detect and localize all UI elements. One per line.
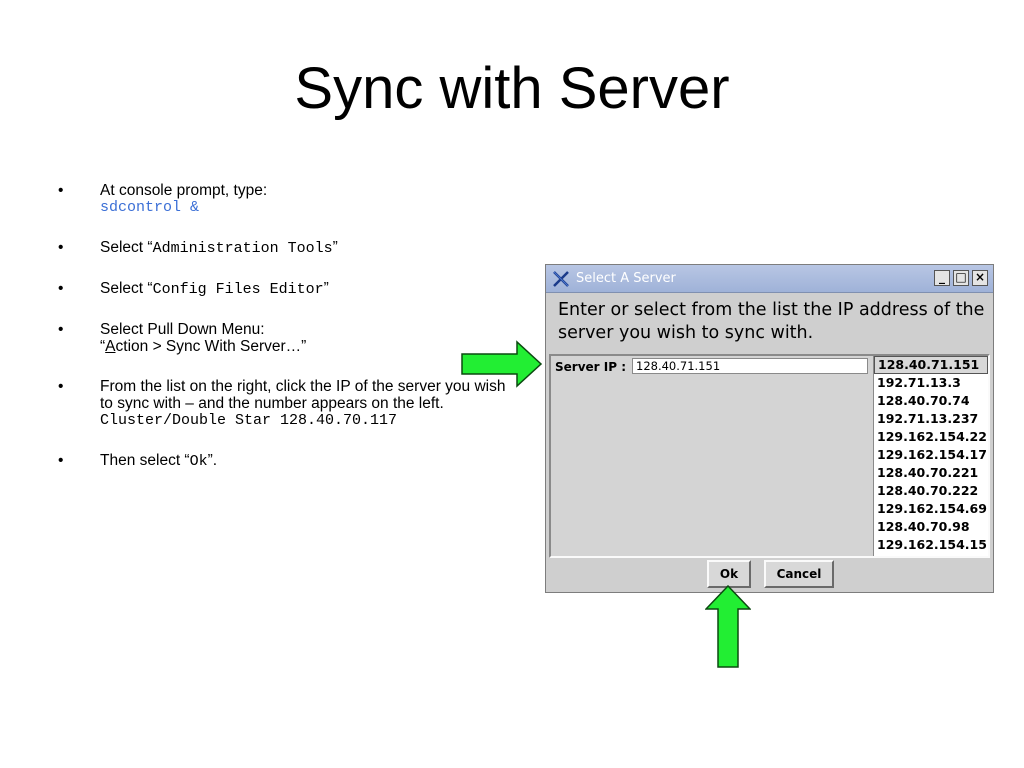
arrow-right-icon	[461, 340, 543, 388]
slide-title: Sync with Server	[294, 56, 730, 121]
bullet-prefix: Select “	[100, 239, 153, 256]
menu-path: “Action > Sync With Server…”	[100, 338, 508, 355]
server-list-item[interactable]: 192.71.13.237	[877, 411, 979, 426]
bullet-text: From the list on the right, click the IP…	[100, 378, 506, 412]
server-list-item[interactable]: 128.40.71.151	[874, 356, 988, 374]
cancel-button[interactable]: Cancel	[764, 560, 834, 588]
server-list-item[interactable]: 129.162.154.17	[877, 447, 987, 462]
server-list-item[interactable]: 128.40.70.98	[877, 519, 970, 534]
ok-code: Ok	[189, 453, 208, 470]
dialog-button-bar: Ok Cancel	[546, 559, 993, 592]
server-list-item[interactable]: 128.40.70.74	[877, 393, 970, 408]
ok-button[interactable]: Ok	[707, 560, 751, 588]
dialog-title: Select A Server	[576, 271, 676, 286]
bullet-prefix: Select “	[100, 280, 153, 297]
dialog-titlebar[interactable]: Select A Server _ □ ×	[546, 265, 993, 293]
dialog-instructions: Enter or select from the list the IP add…	[558, 300, 985, 343]
command-code: sdcontrol &	[100, 199, 200, 216]
minimize-button[interactable]: _	[934, 270, 950, 286]
menu-code: Config Files Editor	[152, 281, 324, 298]
bullet-item: • At console prompt, type: sdcontrol &	[58, 182, 508, 216]
maximize-button[interactable]: □	[953, 270, 969, 286]
bullet-dot: •	[58, 321, 64, 338]
server-ip-input[interactable]	[632, 358, 868, 374]
close-button[interactable]: ×	[972, 270, 988, 286]
result-code: Cluster/Double Star 128.40.70.117	[100, 412, 398, 429]
server-list-item[interactable]: 128.40.70.222	[877, 483, 979, 498]
bullet-prefix: Then select “	[100, 452, 190, 469]
quote-open: “	[100, 338, 106, 355]
bullet-item: • From the list on the right, click the …	[58, 378, 508, 429]
select-server-dialog: Select A Server _ □ × Enter or select fr…	[545, 264, 994, 593]
server-list-item[interactable]: 128.40.70.221	[877, 465, 979, 480]
bullet-item: • Select “Administration Tools”	[58, 239, 508, 257]
x-logo-icon	[553, 271, 569, 287]
bullet-dot: •	[58, 452, 64, 469]
bullet-dot: •	[58, 239, 64, 256]
bullet-list: • At console prompt, type: sdcontrol & •…	[58, 182, 508, 493]
menu-path-rest: ction > Sync With Server…”	[115, 338, 307, 355]
bullet-dot: •	[58, 280, 64, 297]
server-panel: Server IP : 128.40.71.151192.71.13.3128.…	[549, 354, 990, 558]
menu-code: Administration Tools	[152, 240, 333, 257]
bullet-item: • Then select “Ok”.	[58, 452, 508, 470]
bullet-text: Select Pull Down Menu:	[100, 321, 265, 338]
server-list-item[interactable]: 129.162.154.15	[877, 537, 987, 552]
bullet-suffix: ”	[323, 280, 329, 297]
bullet-dot: •	[58, 378, 64, 395]
server-list-item[interactable]: 192.71.13.3	[877, 375, 961, 390]
bullet-text: At console prompt, type:	[100, 182, 268, 199]
server-ip-label: Server IP :	[555, 360, 626, 374]
bullet-dot: •	[58, 182, 64, 199]
bullet-item: • Select “Config Files Editor”	[58, 280, 508, 298]
server-list-item[interactable]: 129.162.154.22	[877, 429, 987, 444]
bullet-suffix: ”	[332, 239, 338, 256]
bullet-suffix: ”.	[207, 452, 218, 469]
server-list-item[interactable]: 129.162.154.69	[877, 501, 987, 516]
bullet-item: • Select Pull Down Menu: “Action > Sync …	[58, 321, 508, 355]
arrow-up-icon	[705, 585, 751, 668]
mnemonic-letter: A	[105, 338, 116, 355]
